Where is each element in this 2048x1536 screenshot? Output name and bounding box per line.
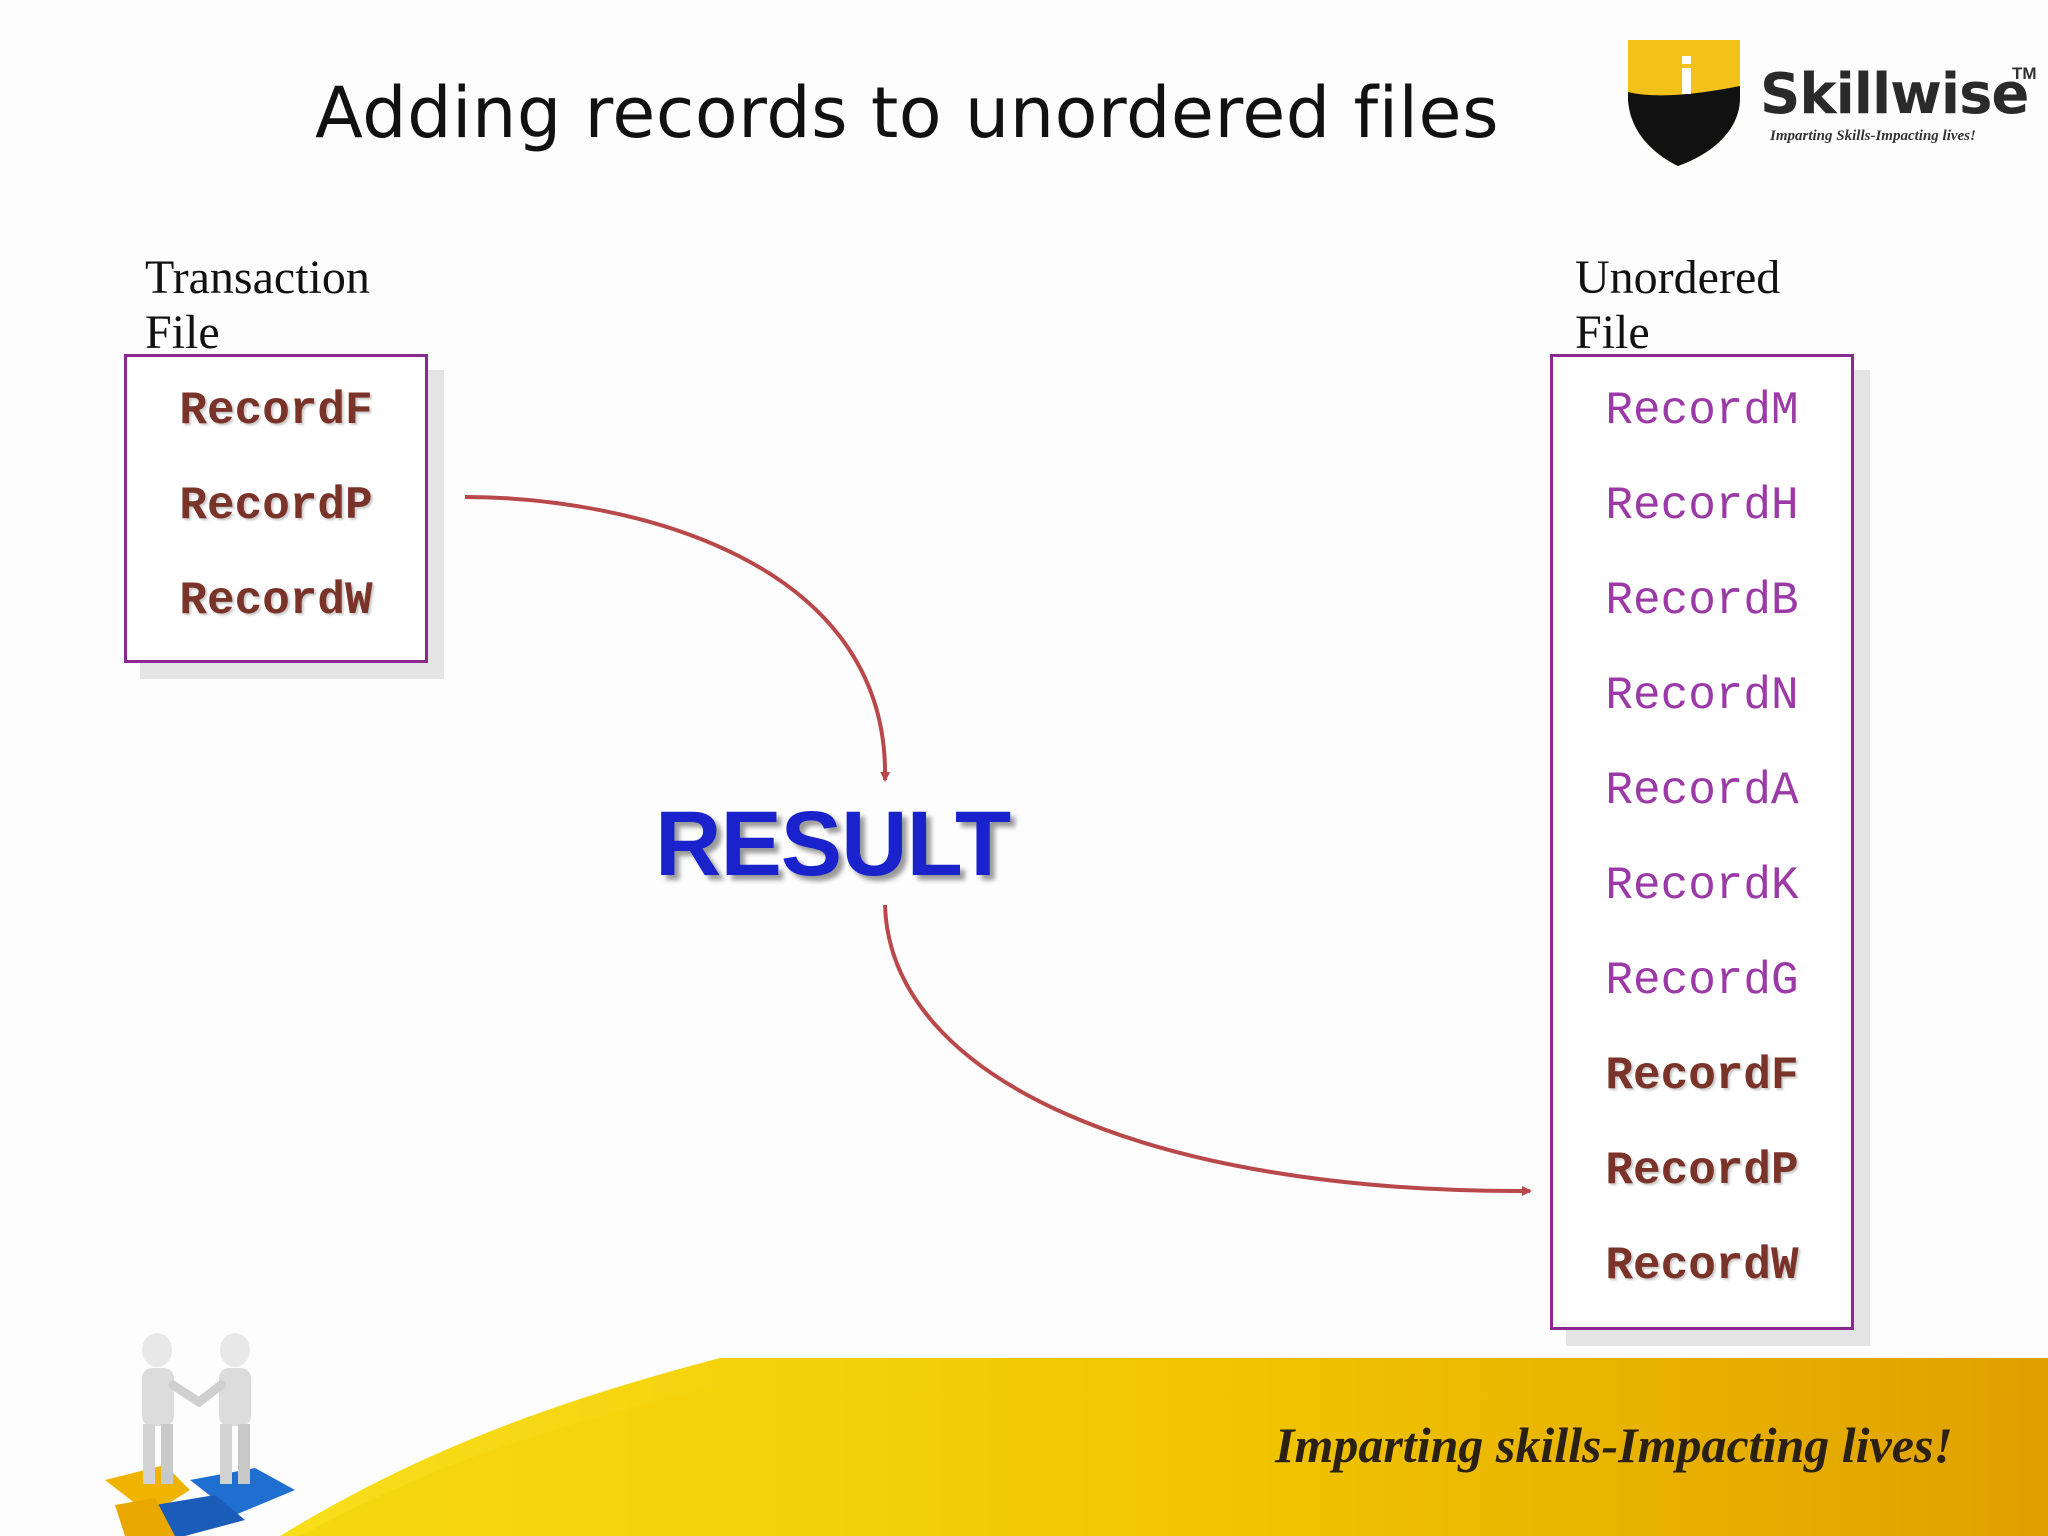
logo-tagline: Imparting Skills-Impacting lives! [1770, 128, 1976, 144]
arrow-to-unordered-file [883, 904, 1532, 1197]
trademark-mark: TM [2012, 64, 2037, 83]
transaction-record: RecordW [179, 575, 373, 627]
transaction-file-label: Transaction File [145, 250, 370, 360]
unordered-file-label: Unordered File [1575, 250, 1780, 360]
footer-tagline: Imparting skills-Impacting lives! [1275, 1417, 1953, 1473]
unordered-record: RecordK [1605, 860, 1799, 912]
arrow-to-result [464, 495, 891, 782]
unordered-file-label-line1: Unordered [1575, 251, 1781, 304]
shield-logo-icon [1628, 40, 1740, 166]
handshake-figures-icon [105, 1333, 295, 1536]
transaction-file-box: RecordF RecordP RecordW [124, 354, 428, 663]
unordered-record: RecordB [1605, 575, 1799, 627]
transaction-record: RecordP [179, 480, 373, 532]
logo-name: Skillwise [1760, 62, 2029, 127]
footer-band [280, 1358, 2048, 1536]
added-record: RecordW [1605, 1240, 1799, 1292]
transaction-record: RecordF [179, 385, 373, 437]
unordered-record: RecordM [1605, 385, 1799, 437]
unordered-record: RecordH [1605, 480, 1799, 532]
unordered-record: RecordN [1605, 670, 1799, 722]
unordered-record: RecordA [1605, 765, 1799, 817]
added-record: RecordP [1605, 1145, 1799, 1197]
added-record: RecordF [1605, 1050, 1799, 1102]
transaction-file-label-line2: File [145, 306, 220, 359]
unordered-file-label-line2: File [1575, 306, 1650, 359]
unordered-record: RecordG [1605, 955, 1799, 1007]
unordered-file-box: RecordM RecordH RecordB RecordN RecordA … [1550, 354, 1854, 1330]
result-label: RESULT [655, 793, 1011, 895]
transaction-file-label-line1: Transaction [145, 251, 370, 304]
skillwise-logo: Skillwise TM Imparting Skills-Impacting … [1620, 30, 2040, 180]
slide-title: Adding records to unordered files [315, 72, 1500, 154]
